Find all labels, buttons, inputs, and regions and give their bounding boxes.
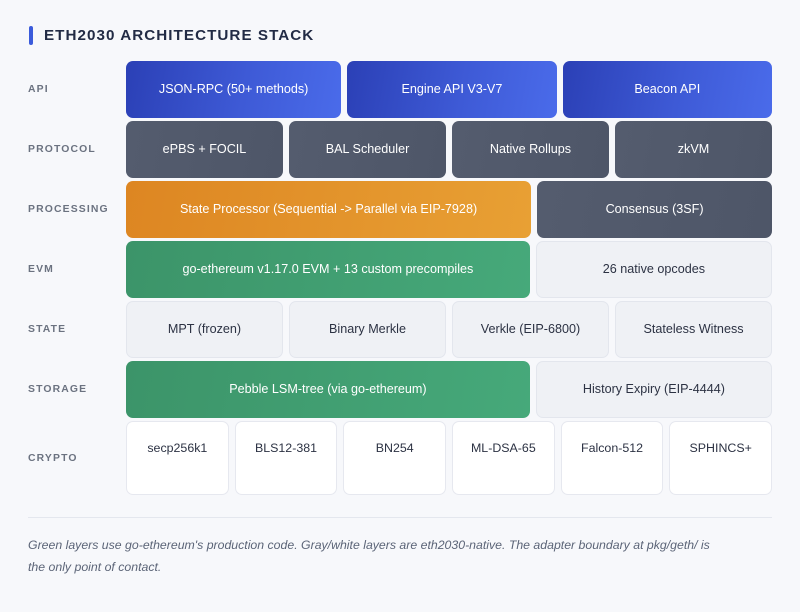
stack-cell[interactable]: zkVM [615,121,772,178]
stack-cell[interactable]: History Expiry (EIP-4444) [535,361,772,418]
stack-row: EVM go-ethereum v1.17.0 EVM + 13 custom p… [28,241,772,298]
row-label-processing: PROCESSING [28,204,109,215]
footer-divider [28,517,772,518]
stack-cell[interactable]: Pebble LSM-tree (via go-ethereum) [126,361,530,418]
title-accent-bar [29,26,33,45]
stack-cell[interactable]: Beacon API [562,61,772,118]
stack-cell[interactable]: JSON-RPC (50+ methods) [126,61,342,118]
stack-cell[interactable]: BN254 [343,421,447,495]
stack-cell[interactable]: go-ethereum v1.17.0 EVM + 13 custom prec… [126,241,530,298]
stack-cell[interactable]: Stateless Witness [615,301,772,358]
stack-cell[interactable]: Falcon-512 [560,421,664,495]
stack-cell[interactable]: Consensus (3SF) [537,181,772,238]
stack-cell[interactable]: secp256k1 [126,421,229,495]
row-label-crypto: CRYPTO [28,452,78,464]
stack-cell[interactable]: Verkle (EIP-6800) [452,301,609,358]
row-label-state: STATE [28,324,67,335]
stack-cell[interactable]: BLS12-381 [234,421,338,495]
stack-cell[interactable]: State Processor (Sequential -> Parallel … [126,181,532,238]
row-cells: Pebble LSM-tree (via go-ethereum)History… [126,361,772,418]
row-label-evm: EVM [28,264,54,275]
row-cells: State Processor (Sequential -> Parallel … [126,181,772,238]
stack-row: API JSON-RPC (50+ methods)Engine API V3-V… [28,61,772,118]
stack-cell[interactable]: Native Rollups [452,121,609,178]
stack-cell[interactable]: ML-DSA-65 [452,421,555,495]
row-label-api: API [28,84,49,95]
stack-cell[interactable]: MPT (frozen) [126,301,283,358]
stack-grid: API JSON-RPC (50+ methods)Engine API V3-V… [28,61,773,495]
stack-cell[interactable]: SPHINCS+ [669,421,773,495]
stack-cell[interactable]: 26 native opcodes [535,241,772,298]
stack-row: STORAGE Pebble LSM-tree (via go-ethereum)… [28,361,772,418]
stack-cell[interactable]: BAL Scheduler [289,121,446,178]
stack-row: PROCESSING State Processor (Sequential ->… [28,181,772,238]
row-cells: go-ethereum v1.17.0 EVM + 13 custom prec… [126,241,772,298]
stack-cell[interactable]: Binary Merkle [289,301,446,358]
stack-cell[interactable]: Engine API V3-V7 [347,61,557,118]
stack-cell[interactable]: ePBS + FOCIL [126,121,283,178]
row-label-protocol: PROTOCOL [28,144,96,155]
page-title: ETH2030 ARCHITECTURE STACK [28,26,772,45]
page-title-text: ETH2030 ARCHITECTURE STACK [44,27,315,44]
footer-note: Green layers use go-ethereum's productio… [28,538,710,574]
row-label-storage: STORAGE [28,384,88,395]
